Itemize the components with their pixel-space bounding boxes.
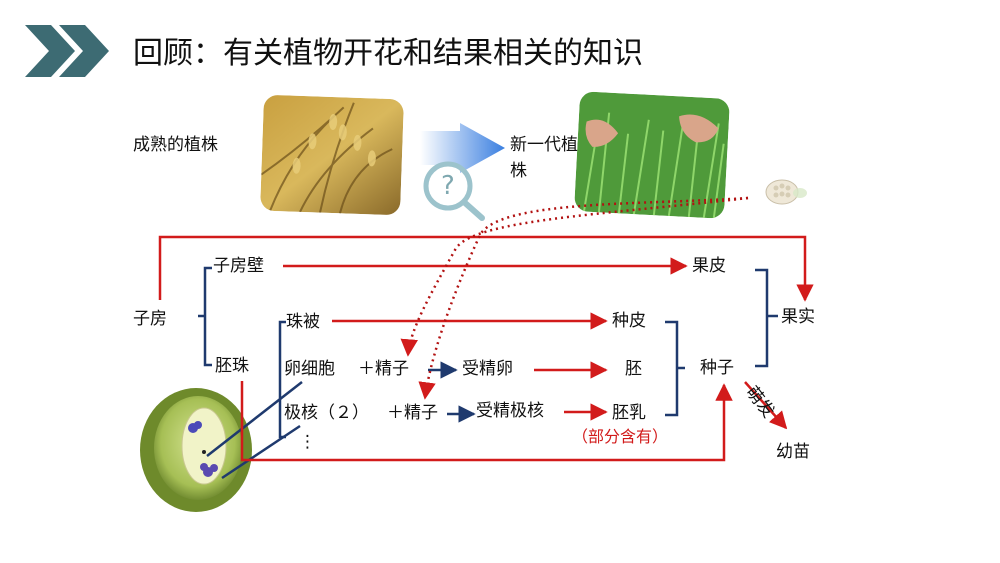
sperm-plus-label-2: ＋精子 (387, 403, 438, 423)
seed-bracket (665, 320, 685, 417)
sperm-plus-label-1: ＋精子 (358, 359, 409, 379)
seedling-label: 幼苗 (776, 442, 810, 462)
ovary-label: 子房 (133, 309, 167, 329)
new-plant-label-line2: 株 (510, 161, 527, 181)
zygote-label: 受精卵 (462, 359, 513, 379)
header-chevron-icon (25, 25, 109, 77)
ovary-to-fruit-line (158, 235, 814, 302)
endosperm-label: 胚乳 (612, 403, 646, 423)
mature-rice-image (260, 94, 404, 216)
pericarp-label: 果皮 (692, 256, 726, 276)
partial-note-label: （部分含有） (572, 427, 669, 446)
eggcell-pointer (206, 381, 303, 457)
magnifier-question-icon (423, 161, 485, 221)
ovule-to-seed-line (240, 381, 733, 462)
continuation-dots: ⋮ (299, 432, 316, 452)
transition-arrow-icon (420, 123, 505, 173)
fruit-bracket (755, 268, 778, 368)
mature-plant-label: 成熟的植株 (133, 135, 218, 155)
page-title: 回顾：有关植物开花和结果相关的知识 (133, 36, 643, 71)
seed-label: 种子 (700, 358, 734, 378)
polar-nuclei-label: 极核（２） (284, 403, 369, 423)
ovary-wall-label: 子房壁 (213, 256, 264, 276)
ovule-illustration (140, 388, 252, 512)
fruit-label: 果实 (781, 307, 815, 327)
cycle-dotted-arrow-1 (400, 196, 749, 357)
grain-cross-section-icon (765, 179, 807, 205)
new-seedlings-image (573, 91, 731, 219)
integument-label: 珠被 (286, 312, 320, 332)
ovary-bracket (198, 266, 212, 367)
fertilized-polar-label: 受精极核 (476, 401, 544, 421)
seed-coat-label: 种皮 (612, 311, 646, 331)
egg-cell-label: 卵细胞 (284, 359, 335, 379)
ovule-label: 胚珠 (215, 356, 249, 376)
polar-pointer (221, 424, 301, 480)
germinate-arrow (744, 381, 788, 430)
question-mark: ? (441, 171, 455, 201)
embryo-label: 胚 (625, 359, 642, 379)
new-plant-label-line1: 新一代植 (510, 135, 578, 155)
cycle-dotted-arrow-2 (418, 196, 749, 400)
